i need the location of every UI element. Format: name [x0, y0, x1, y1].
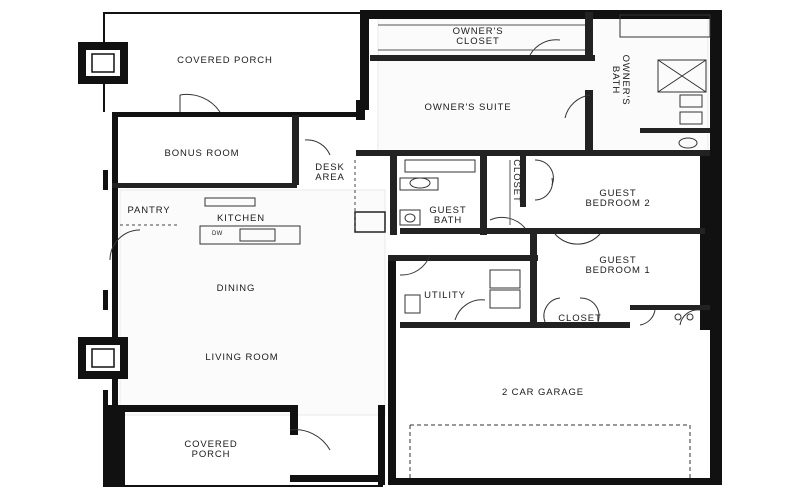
garage-label: 2 CAR GARAGE — [501, 387, 585, 398]
desk-area-line2: AREA — [315, 172, 345, 183]
guest-bedroom-2-label: GUEST BEDROOM 2 — [585, 189, 650, 209]
guest-bedroom-1-line1: GUEST — [599, 255, 637, 266]
guest-bath-line1: GUEST — [429, 205, 467, 216]
window-ticks — [103, 60, 720, 405]
covered-porch-bottom-label: COVERED PORCH — [184, 440, 237, 460]
guest-bedroom-2-line2: BEDROOM 2 — [585, 198, 651, 209]
porch-post-bottom — [78, 337, 128, 379]
desk-area-line1: DESK — [315, 162, 345, 173]
covered-porch-bottom-line2: PORCH — [191, 449, 231, 460]
dishwasher-label: DW — [212, 231, 223, 237]
utility-label: UTILITY — [424, 290, 466, 301]
door-swings — [109, 39, 701, 451]
covered-porch-bottom-line1: COVERED — [184, 439, 238, 450]
exterior-walls — [103, 10, 722, 487]
guest-bedroom-2-line1: GUEST — [599, 188, 637, 199]
owners-closet-line1: OWNER'S — [452, 26, 504, 37]
bonus-room-label: BONUS ROOM — [164, 148, 240, 159]
garage-door — [409, 424, 691, 478]
kitchen-label: KITCHEN — [217, 213, 265, 224]
porch-post-top — [78, 42, 128, 84]
guest-bath-line2: BATH — [433, 215, 463, 226]
closet-shelves — [378, 24, 585, 225]
owners-suite-label: OWNER'S SUITE — [424, 102, 512, 113]
owners-bath-line1: OWNER'S — [620, 54, 631, 106]
owners-bath-line2: BATH — [610, 65, 621, 95]
interior-walls — [112, 12, 710, 328]
pantry-label: PANTRY — [127, 205, 171, 216]
living-room-label: LIVING ROOM — [205, 352, 279, 363]
openings — [120, 160, 356, 230]
owners-closet-label: OWNER'S CLOSET — [453, 27, 504, 47]
guest-bedroom-1-label: GUEST BEDROOM 1 — [585, 256, 650, 276]
guest-bedroom-1-line2: BEDROOM 1 — [585, 265, 651, 276]
covered-porch-top-label: COVERED PORCH — [177, 55, 273, 66]
owners-closet-line2: CLOSET — [456, 36, 500, 47]
dining-label: DINING — [216, 283, 256, 294]
closet-label: CLOSET — [558, 313, 602, 324]
fixtures — [199, 14, 711, 321]
desk-area-label: DESK AREA — [315, 163, 344, 183]
owners-bath-label: OWNER'S BATH — [610, 54, 631, 106]
guest-bath-label: GUEST BATH — [429, 206, 466, 226]
closet-vertical-label: CLOSET — [511, 159, 522, 203]
